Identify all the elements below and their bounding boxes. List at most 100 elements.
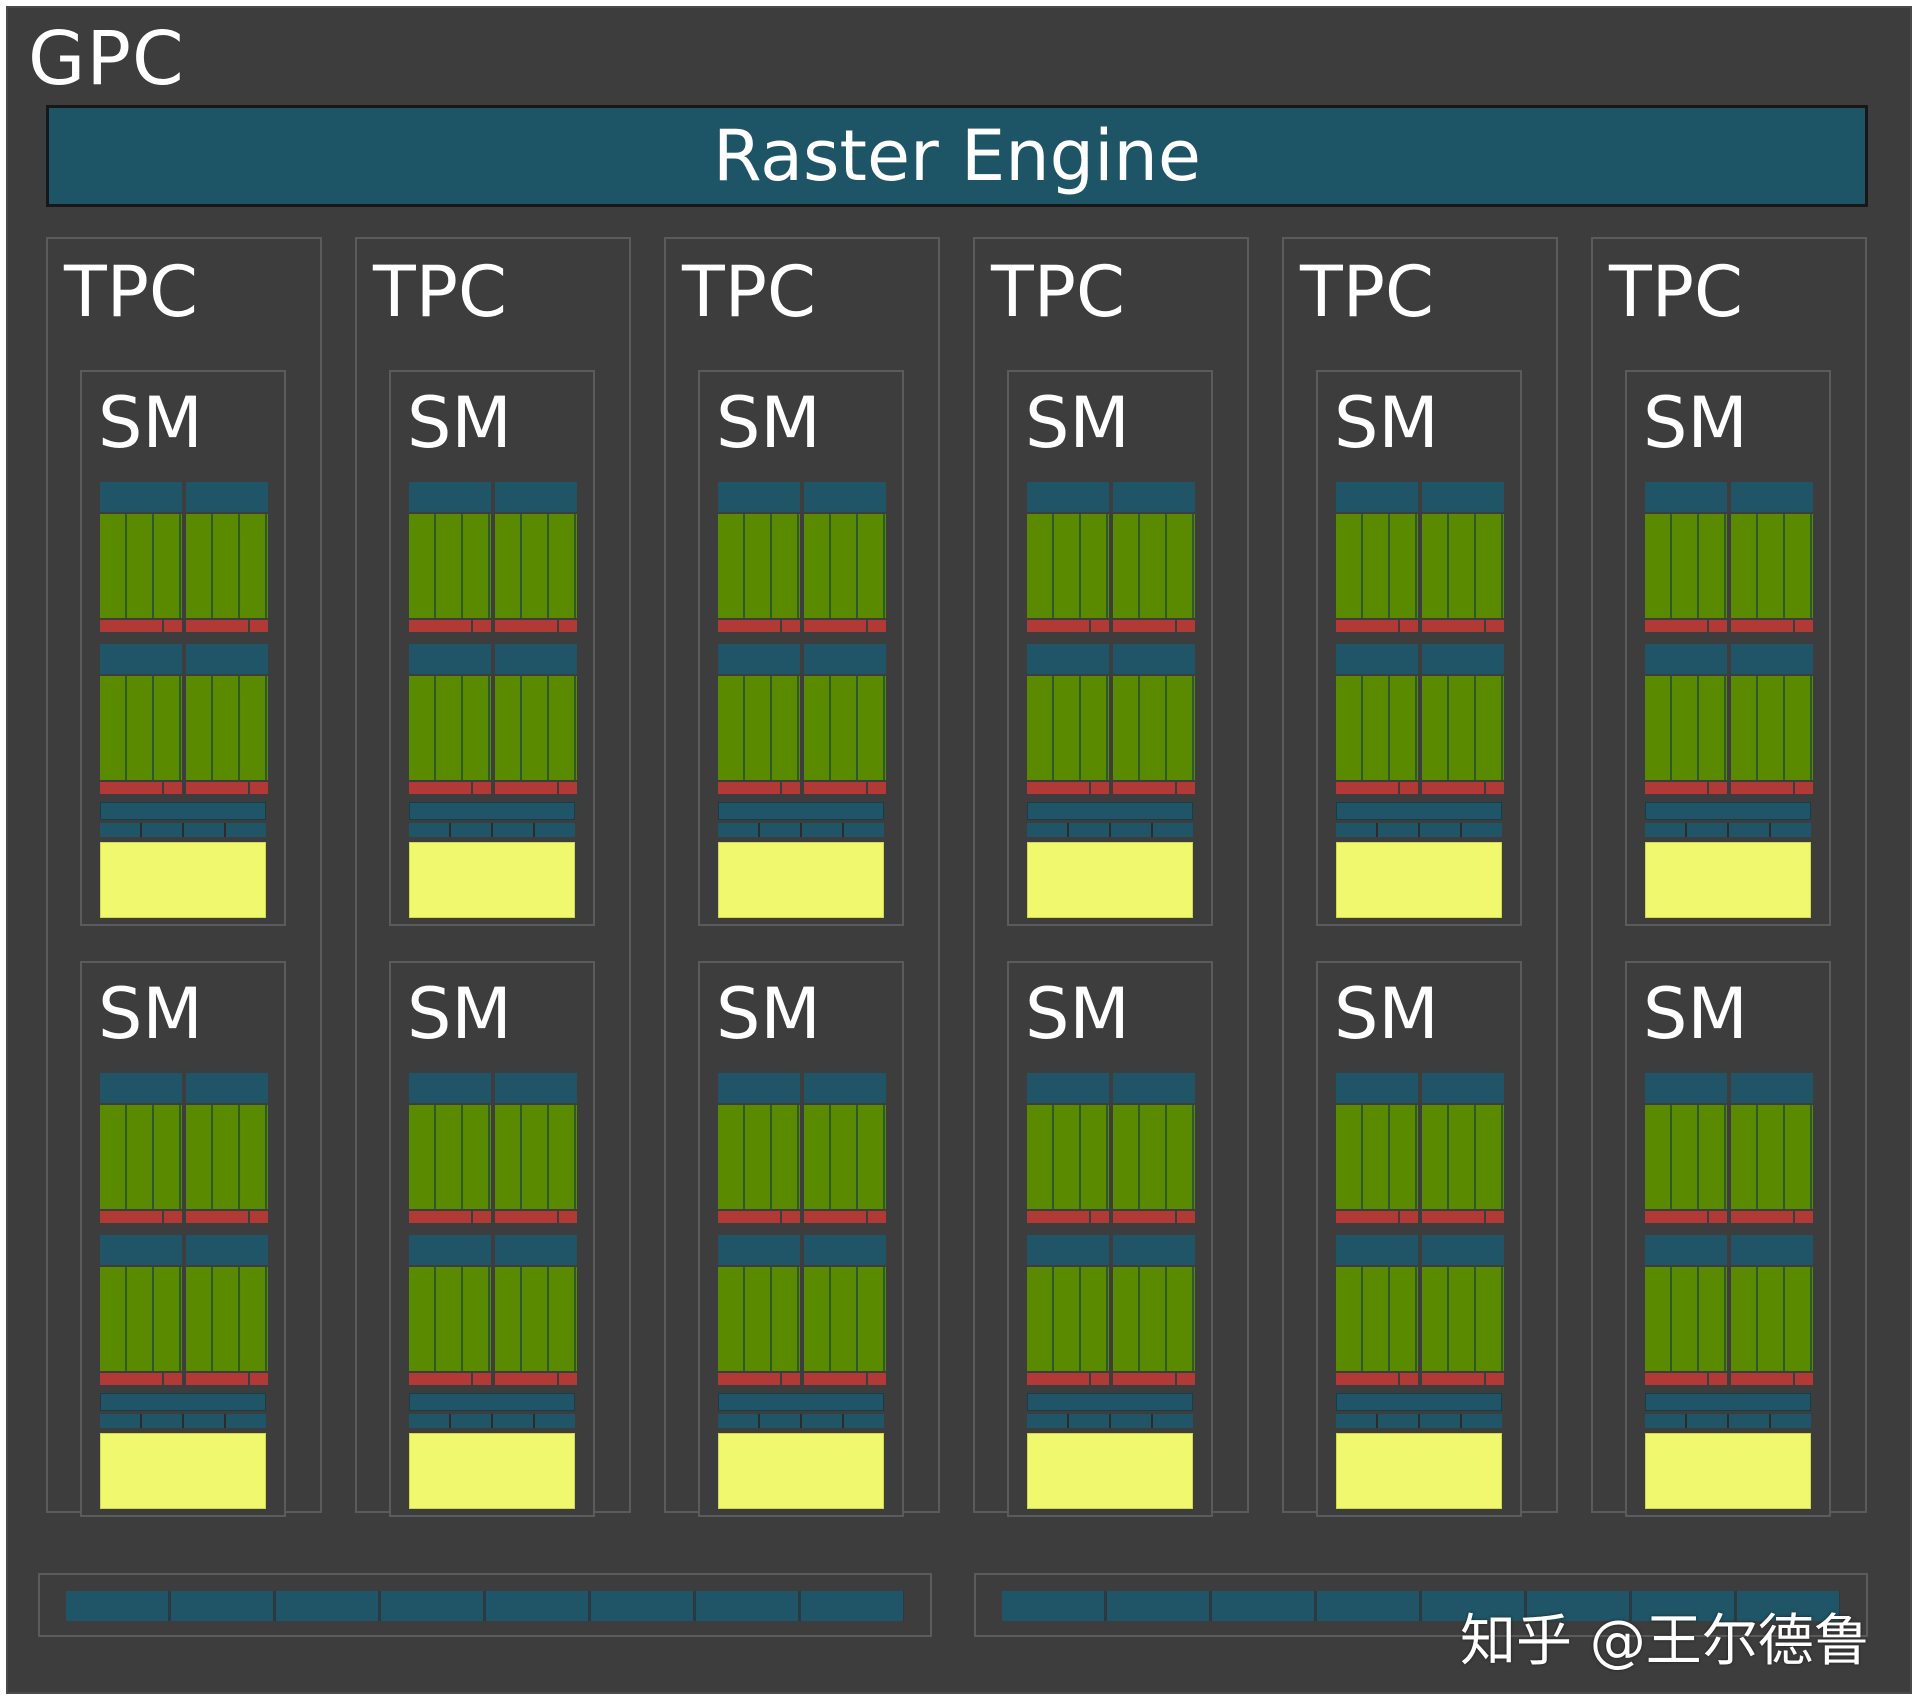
tensor-core-strip: [1422, 1373, 1504, 1385]
sm-processing-partition: [1731, 1235, 1813, 1385]
cuda-cores-block: [100, 1267, 182, 1371]
cuda-cores-block: [1645, 1105, 1727, 1209]
tensor-core-strip: [100, 1373, 182, 1385]
sm-shared-bar: [718, 802, 884, 820]
sm-block: SM: [1007, 370, 1213, 926]
tensor-core-strip: [1027, 1373, 1109, 1385]
sm-l1-cache-block: [409, 1433, 575, 1509]
tensor-core-strip: [186, 620, 268, 632]
sm-block: SM: [389, 961, 595, 1517]
sm-texture-units: [718, 823, 884, 837]
warp-scheduler-block: [1731, 644, 1813, 674]
warp-scheduler-block: [804, 644, 886, 674]
tensor-core-strip: [1645, 1373, 1727, 1385]
sm-processing-partition: [1113, 1073, 1195, 1223]
sm-texture-units: [409, 1414, 575, 1428]
sm-processing-partition: [804, 482, 886, 632]
sm-l1-cache-block: [100, 842, 266, 918]
cuda-cores-block: [100, 514, 182, 618]
cuda-cores-block: [1027, 514, 1109, 618]
sm-l1-cache-block: [409, 842, 575, 918]
cuda-cores-block: [718, 676, 800, 780]
warp-scheduler-block: [1645, 482, 1727, 512]
sm-texture-units: [1027, 823, 1193, 837]
warp-scheduler-block: [1422, 1073, 1504, 1103]
sm-processing-partition: [1645, 1235, 1727, 1385]
l1-cache-segments-left: [66, 1591, 904, 1621]
warp-scheduler-block: [1027, 1235, 1109, 1265]
sm-processing-partition: [1027, 1235, 1109, 1385]
sm-label: SM: [1025, 382, 1130, 464]
sm-block: SM: [1625, 370, 1831, 926]
sm-block: SM: [698, 961, 904, 1517]
cuda-cores-block: [409, 1105, 491, 1209]
tpc-label: TPC: [682, 251, 816, 333]
sm-l1-cache-block: [718, 842, 884, 918]
sm-shared-bar: [1336, 802, 1502, 820]
sm-processing-partition: [1113, 1235, 1195, 1385]
warp-scheduler-block: [495, 482, 577, 512]
tensor-core-strip: [100, 620, 182, 632]
sm-processing-partition: [186, 482, 268, 632]
tensor-core-strip: [1113, 1211, 1195, 1223]
tensor-core-strip: [718, 620, 800, 632]
sm-processing-partition: [100, 1073, 182, 1223]
sm-l1-cache-block: [718, 1433, 884, 1509]
tensor-core-strip: [804, 620, 886, 632]
cuda-cores-block: [409, 1267, 491, 1371]
warp-scheduler-block: [1336, 644, 1418, 674]
watermark: 知乎 @王尔德鲁: [1460, 1609, 1870, 1674]
tensor-core-strip: [1422, 782, 1504, 794]
sm-texture-units: [100, 1414, 266, 1428]
sm-texture-units: [1645, 823, 1811, 837]
sm-shared-bar: [1645, 802, 1811, 820]
sm-shared-bar: [100, 802, 266, 820]
sm-processing-partition: [718, 1235, 800, 1385]
tensor-core-strip: [1027, 1211, 1109, 1223]
warp-scheduler-block: [1336, 482, 1418, 512]
cuda-cores-block: [409, 676, 491, 780]
cuda-cores-block: [718, 1105, 800, 1209]
l1-cache-bar-right: [974, 1573, 1868, 1637]
sm-processing-partition: [186, 1235, 268, 1385]
sm-l1-cache-block: [1336, 1433, 1502, 1509]
warp-scheduler-block: [1113, 1073, 1195, 1103]
sm-processing-partition: [1645, 644, 1727, 794]
warp-scheduler-block: [1336, 1073, 1418, 1103]
tensor-core-strip: [1336, 1211, 1418, 1223]
cuda-cores-block: [1731, 514, 1813, 618]
sm-shared-bar: [409, 1393, 575, 1411]
sm-block: SM: [1316, 370, 1522, 926]
cuda-cores-block: [1422, 514, 1504, 618]
sm-processing-partition: [1645, 1073, 1727, 1223]
warp-scheduler-block: [804, 482, 886, 512]
sm-processing-partition: [495, 1235, 577, 1385]
tensor-core-strip: [186, 782, 268, 794]
sm-label: SM: [1025, 973, 1130, 1055]
warp-scheduler-block: [718, 1235, 800, 1265]
sm-processing-partition: [1422, 644, 1504, 794]
warp-scheduler-block: [100, 644, 182, 674]
sm-processing-partition: [1422, 1235, 1504, 1385]
tpc-label: TPC: [1609, 251, 1743, 333]
cuda-cores-block: [804, 1267, 886, 1371]
warp-scheduler-block: [1645, 1073, 1727, 1103]
cuda-cores-block: [1645, 1267, 1727, 1371]
warp-scheduler-block: [1731, 482, 1813, 512]
warp-scheduler-block: [1731, 1073, 1813, 1103]
warp-scheduler-block: [1422, 1235, 1504, 1265]
sm-processing-partition: [186, 1073, 268, 1223]
warp-scheduler-block: [409, 644, 491, 674]
sm-processing-partition: [1731, 644, 1813, 794]
sm-l1-cache-block: [1645, 1433, 1811, 1509]
warp-scheduler-block: [1027, 482, 1109, 512]
cuda-cores-block: [1336, 1105, 1418, 1209]
sm-l1-cache-block: [1336, 842, 1502, 918]
sm-shared-bar: [409, 802, 575, 820]
sm-block: SM: [389, 370, 595, 926]
sm-shared-bar: [718, 1393, 884, 1411]
tensor-core-strip: [1731, 1211, 1813, 1223]
warp-scheduler-block: [1113, 1235, 1195, 1265]
sm-l1-cache-block: [100, 1433, 266, 1509]
tensor-core-strip: [1422, 620, 1504, 632]
